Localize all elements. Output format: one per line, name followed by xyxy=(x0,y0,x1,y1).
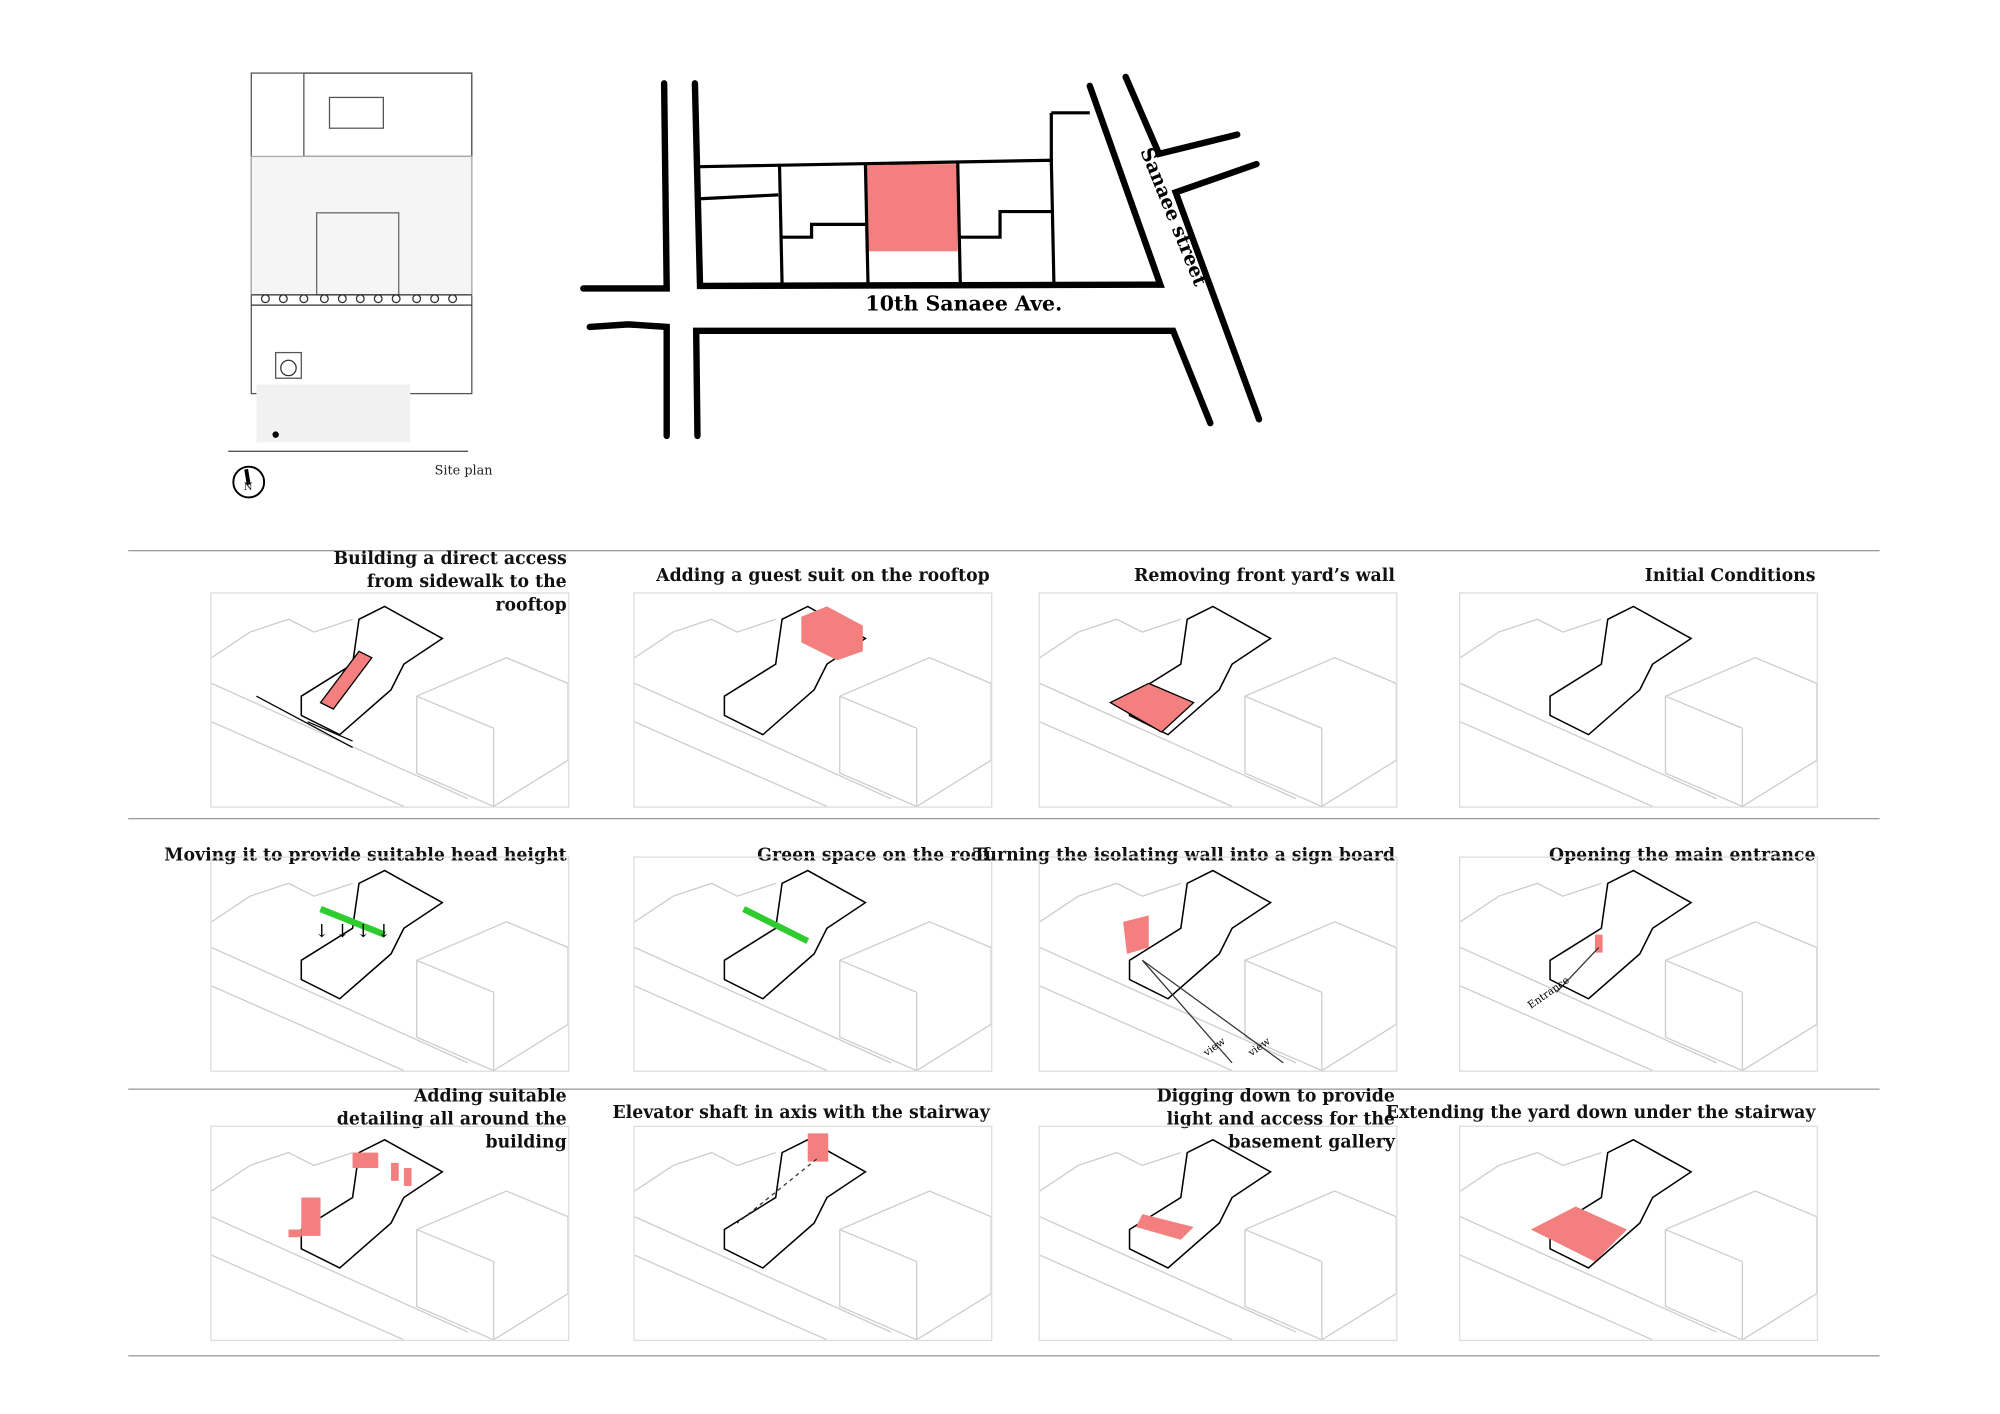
divider xyxy=(128,1088,1880,1090)
divider xyxy=(128,550,1880,552)
panel-title: Opening the main entrance xyxy=(1548,844,1816,866)
panel-title: Building a direct access from sidewalk t… xyxy=(333,548,567,616)
panel-title: Extending the yard down under the stairw… xyxy=(1385,1102,1816,1124)
location-map xyxy=(580,73,1263,440)
site-plan-drawing xyxy=(228,72,473,452)
axonometric-diagram-extend xyxy=(1459,1125,1819,1342)
panel-title: Adding suitable detailing all around the… xyxy=(336,1085,567,1153)
axonometric-diagram-entrance: Entrance xyxy=(1459,856,1819,1072)
axonometric-diagram-detail xyxy=(210,1125,570,1342)
north-label: N xyxy=(243,480,253,493)
site-highlight xyxy=(865,164,958,252)
axonometric-diagram-yard xyxy=(1038,592,1398,808)
axonometric-diagram-roof xyxy=(633,592,993,808)
panel-title: Green space on the roof xyxy=(757,844,990,866)
axonometric-diagram-stair xyxy=(210,592,570,808)
axonometric-diagram-elevator xyxy=(633,1125,993,1342)
diagram-label: view xyxy=(1200,1035,1227,1059)
divider xyxy=(128,817,1880,820)
panel-title: Digging down to provide light and access… xyxy=(1156,1085,1395,1153)
panel-title: Adding a guest suit on the rooftop xyxy=(656,565,990,586)
axonometric-diagram-green-arrows: ↓ ↓ ↓ ↓ xyxy=(210,856,570,1072)
avenue-label: 10th Sanaee Ave. xyxy=(865,291,1063,316)
axonometric-diagram-none xyxy=(1459,592,1819,808)
north-arrow-icon xyxy=(232,465,266,499)
panel-title: Turning the isolating wall into a sign b… xyxy=(973,844,1395,866)
divider xyxy=(128,1355,1880,1357)
panel-title: Initial Conditions xyxy=(1644,565,1816,586)
svg-text:↓ ↓ ↓ ↓: ↓ ↓ ↓ ↓ xyxy=(314,921,391,942)
panel-title: Removing front yard’s wall xyxy=(1134,565,1395,586)
panel-title: Elevator shaft in axis with the stairway xyxy=(612,1102,990,1124)
axonometric-diagram-green xyxy=(633,856,993,1072)
panel-title: Moving it to provide suitable head heigh… xyxy=(164,844,567,866)
site-plan-label: Site plan xyxy=(434,464,493,479)
axonometric-diagram-dig xyxy=(1038,1125,1398,1342)
